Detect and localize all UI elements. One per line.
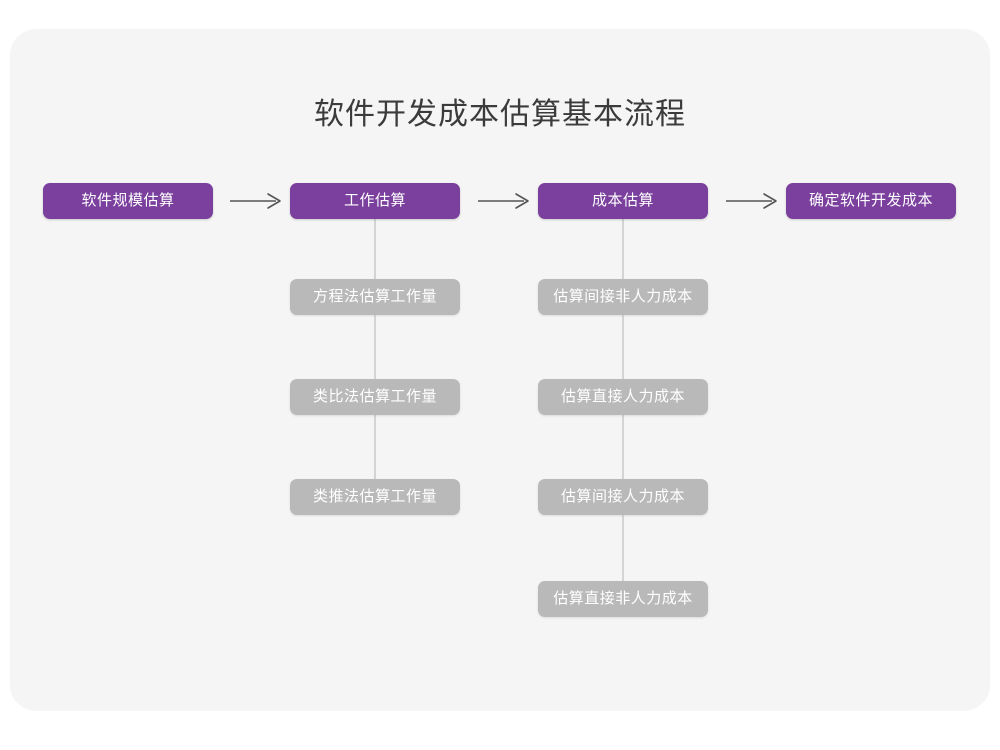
arrow-step2-to-step3 [476, 190, 534, 212]
flow-node-cost-1[interactable]: 估算间接非人力成本 [538, 279, 708, 315]
flow-node-cost-3[interactable]: 估算间接人力成本 [538, 479, 708, 515]
diagram-card-background [10, 29, 990, 711]
flow-node-work-3[interactable]: 类推法估算工作量 [290, 479, 460, 515]
flow-node-step-1[interactable]: 软件规模估算 [43, 183, 213, 219]
flow-node-cost-2[interactable]: 估算直接人力成本 [538, 379, 708, 415]
flow-node-step-3[interactable]: 成本估算 [538, 183, 708, 219]
connector-work-branch [374, 219, 376, 481]
flow-node-step-2[interactable]: 工作估算 [290, 183, 460, 219]
flow-node-step-4[interactable]: 确定软件开发成本 [786, 183, 956, 219]
flow-node-cost-4[interactable]: 估算直接非人力成本 [538, 581, 708, 617]
arrow-step3-to-step4 [724, 190, 782, 212]
flow-node-work-1[interactable]: 方程法估算工作量 [290, 279, 460, 315]
page-title: 软件开发成本估算基本流程 [314, 98, 686, 131]
flow-node-work-2[interactable]: 类比法估算工作量 [290, 379, 460, 415]
arrow-step1-to-step2 [228, 190, 286, 212]
